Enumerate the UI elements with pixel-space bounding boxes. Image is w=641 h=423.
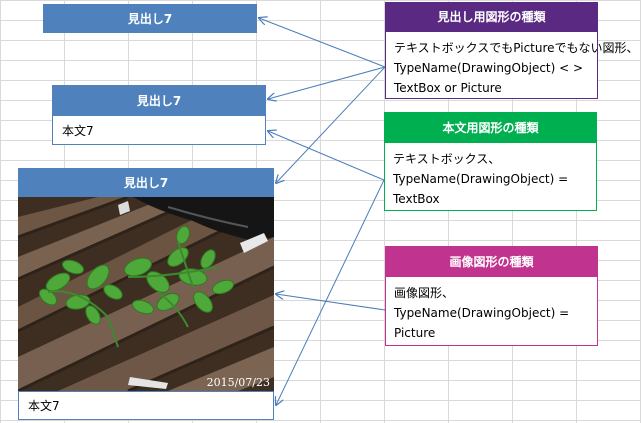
shape3-body[interactable]: 本文7: [18, 391, 274, 420]
note-heading-line-1: テキストボックスでもPictureでもない図形、: [394, 41, 639, 55]
arrow-to-shape2-body: [268, 131, 385, 181]
shape1-heading[interactable]: 見出し7: [43, 4, 257, 33]
note-heading-type-body[interactable]: テキストボックスでもPictureでもない図形、 TypeName(Drawin…: [385, 31, 639, 99]
note-body-line-1: テキストボックス、: [393, 152, 501, 166]
note-body-line-2: TypeName(DrawingObject) =: [393, 172, 569, 186]
photo-date-stamp: 2015/07/23: [207, 376, 270, 389]
arrow-to-shape3-body: [276, 179, 385, 405]
note-heading-type-title[interactable]: 見出し用図形の種類: [385, 2, 598, 31]
note-body-type-body[interactable]: テキストボックス、 TypeName(DrawingObject) = Text…: [384, 142, 597, 211]
arrow-to-photo: [276, 294, 386, 311]
shape3-heading[interactable]: 見出し7: [18, 168, 274, 197]
note-heading-line-3: TextBox or Picture: [394, 81, 502, 95]
note-heading-line-2: TypeName(DrawingObject) < >: [394, 61, 584, 75]
note-image-line-3: Picture: [394, 326, 436, 340]
arrow-to-shape3-heading: [276, 66, 386, 183]
note-body-type-title[interactable]: 本文用図形の種類: [384, 112, 597, 142]
note-image-type-title[interactable]: 画像図形の種類: [385, 246, 598, 276]
note-body-line-3: TextBox: [393, 192, 440, 206]
basil-photo[interactable]: 2015/07/23: [18, 197, 274, 391]
note-image-line-2: TypeName(DrawingObject) =: [394, 306, 570, 320]
basil-photo-drawing: 2015/07/23: [18, 197, 274, 391]
note-image-type-body[interactable]: 画像図形、 TypeName(DrawingObject) = Picture: [385, 276, 598, 346]
shape2-heading[interactable]: 見出し7: [52, 85, 266, 115]
shape2-body[interactable]: 本文7: [52, 115, 266, 145]
arrow-to-shape2-heading: [268, 66, 386, 99]
arrow-to-shape1-heading: [259, 18, 386, 68]
note-image-line-1: 画像図形、: [394, 286, 455, 300]
